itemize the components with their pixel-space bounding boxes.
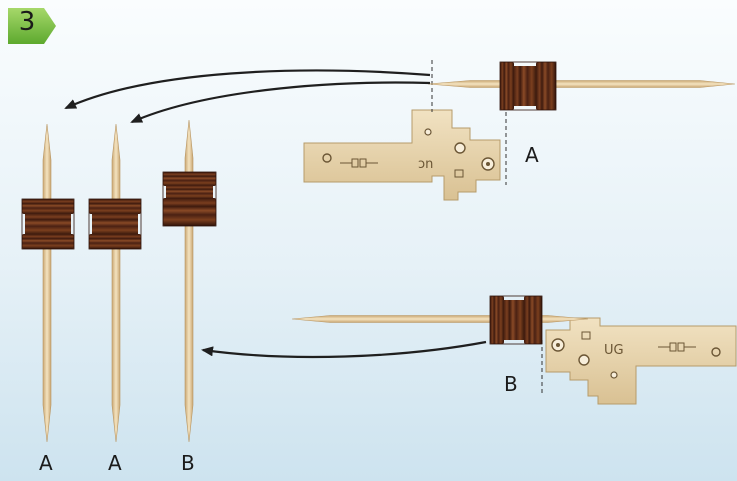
spool-horizontal-b bbox=[489, 295, 543, 345]
arrow-to-stick-b bbox=[201, 340, 487, 359]
spool-a-2 bbox=[88, 198, 142, 250]
upper-plate-engraving: ɔn bbox=[418, 157, 433, 172]
step-number: 3 bbox=[18, 7, 36, 37]
label-bottom-b: B bbox=[181, 451, 195, 475]
horizontal-stick-a bbox=[427, 61, 736, 111]
horizontal-stick-b bbox=[291, 295, 589, 345]
label-lower-b: B bbox=[504, 372, 518, 396]
vertical-stick-a-2 bbox=[88, 123, 142, 443]
arrow-to-stick-a-1 bbox=[64, 69, 431, 110]
step-badge-arrow bbox=[8, 8, 56, 44]
label-bottom-a-2: A bbox=[108, 451, 122, 475]
vertical-stick-a-1 bbox=[21, 123, 75, 443]
lower-plate-engraving: UG bbox=[604, 343, 624, 358]
lower-plate: UG bbox=[545, 317, 737, 405]
spool-horizontal-a bbox=[499, 61, 557, 111]
upper-plate: ɔn bbox=[303, 109, 501, 201]
spool-a-1 bbox=[21, 198, 75, 250]
label-bottom-a-1: A bbox=[39, 451, 53, 475]
vertical-stick-b bbox=[162, 119, 217, 443]
spool-b bbox=[162, 171, 217, 227]
arrow-to-stick-a-2 bbox=[130, 81, 431, 124]
label-upper-a: A bbox=[525, 143, 539, 167]
